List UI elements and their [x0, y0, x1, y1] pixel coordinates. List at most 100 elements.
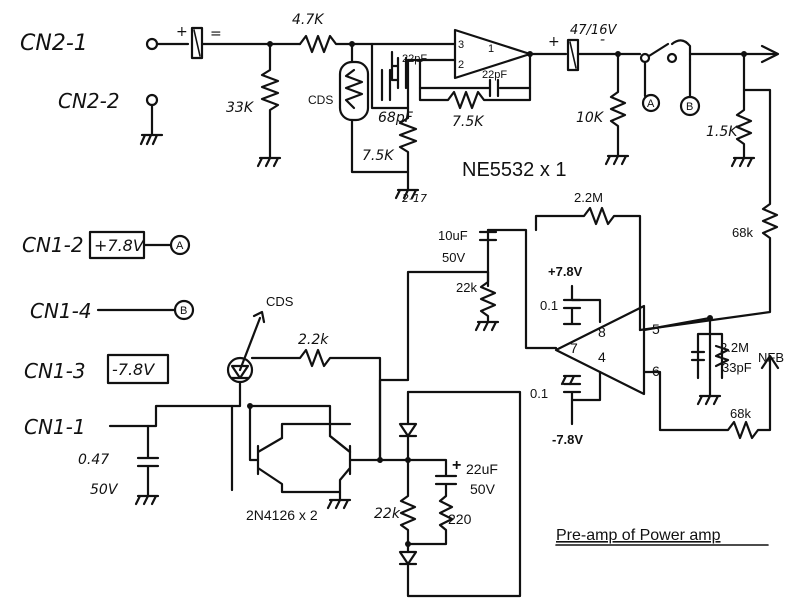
wire: [248, 404, 352, 454]
nfb-arrow: [760, 354, 780, 370]
out-cap-plus: +: [548, 34, 560, 50]
r-7k5-lower-label: 7.5K: [362, 148, 395, 164]
cap-hatch: [569, 41, 577, 69]
capacitor-0-47: [134, 424, 160, 506]
c-33pf-label: 33pF: [722, 360, 752, 375]
cn1-4-node-b-text: B: [180, 305, 187, 317]
power-connectors: CN1-2 +7.8V A CN1-4 B CN1-3 -7.8V CN1-1 …: [22, 230, 234, 506]
out-cap-label: 47/16V: [570, 23, 617, 38]
wire: [108, 404, 234, 428]
minus-rail-box: [106, 353, 170, 385]
rc-network-2m2-33pf: [690, 332, 730, 380]
resistor-4k7: [298, 34, 457, 54]
resistor-1k5: [735, 52, 753, 160]
r-22k-in-label: 22k: [456, 280, 477, 295]
c-0-1-top-label: 0.1: [540, 298, 558, 313]
opamp-ne5532: [453, 28, 532, 80]
r-68k-link-label: 68k: [732, 225, 753, 240]
transistor-q2: [328, 434, 352, 502]
c-68pf-label: 68pF: [378, 110, 414, 126]
wire: [670, 39, 692, 62]
capacitor-22uf-and-r220: [406, 458, 458, 546]
wire: [486, 228, 558, 350]
resistor-2m2-fb: [534, 206, 642, 332]
capacitor-22pf-a: [396, 56, 408, 90]
plus-rail-text: +7.8V: [94, 236, 145, 255]
c-10uf-volt: 50V: [442, 250, 465, 265]
stage3-cds-driver: CDS 2.2k 2N4126 x 2 22k + 22uF 50V 220: [226, 270, 522, 598]
resistor-2k2: [250, 348, 382, 462]
output-arrow: [760, 44, 780, 64]
led-symbol: [230, 364, 250, 380]
pin3-label: 3: [458, 39, 464, 51]
ground-rc: [696, 376, 722, 406]
ic-label: NE5532 x 1: [462, 159, 567, 181]
cds-driver-label: CDS: [266, 294, 294, 309]
cn2-2-terminal: [145, 93, 159, 107]
resistor-10k: [609, 52, 627, 158]
r-10k-label: 10K: [576, 110, 605, 126]
r-1k5-label: 1.5K: [706, 124, 739, 140]
c-047-volt: 50V: [90, 482, 119, 498]
nfb-label: NFB: [758, 350, 784, 365]
node-a-text: A: [647, 98, 655, 110]
stage1-input-section: CN2-1 CN2-2 + = 33K 4.7K CDS 68pF 22pF 7…: [20, 12, 780, 332]
wire: [642, 316, 712, 336]
stage2-opamp-section: 10uF 50V 22k 2.2M +7.8V 0.1 8 7 4 5 6 0.…: [438, 190, 784, 447]
cn2-1-terminal: [145, 37, 159, 51]
node-b-circle: [679, 95, 701, 117]
wire: [390, 50, 400, 82]
wire: [350, 118, 410, 174]
r-2m2-bias-label: 2.2M: [720, 340, 749, 355]
wire: [570, 284, 602, 324]
pin5-label: 5: [652, 321, 660, 337]
r-2m2-fb-label: 2.2M: [574, 190, 603, 205]
ground-0-1-bottom: [560, 374, 582, 386]
capacitor-0-1-bottom: [562, 382, 582, 402]
resistor-68k-link: [638, 88, 779, 332]
r-68k-nfb-label: 68k: [730, 406, 751, 421]
cds-label: CDS: [308, 93, 333, 107]
wire: [280, 422, 382, 462]
cn1-3-label: CN1-3: [24, 359, 86, 383]
c-0-1-bottom-label: 0.1: [530, 386, 548, 401]
cn1-2-label: CN1-2: [22, 233, 84, 257]
cn1-2-node-a: [169, 234, 191, 256]
resistor-22k-mid: [399, 434, 417, 546]
cn2-1-label: CN2-1: [20, 31, 88, 56]
cn1-4-label: CN1-4: [30, 299, 92, 323]
c-047-label: 0.47: [78, 452, 109, 468]
wire: [378, 270, 490, 462]
wire: [570, 370, 602, 426]
c-22uf-volt: 50V: [470, 481, 496, 497]
r-7k5-fb-label: 7.5K: [452, 114, 485, 130]
transistor-label: 2N4126 x 2: [246, 507, 318, 523]
capacitor-22pf-fb: [488, 78, 500, 98]
ground-transistor: [326, 498, 352, 510]
r-220-label: 220: [448, 511, 472, 527]
in-cap-minus: =: [210, 26, 222, 42]
cn1-1-label: CN1-1: [24, 415, 86, 439]
resistor-7k5-lower: [398, 58, 418, 192]
wire: [230, 380, 242, 492]
plus-rail-label: +7.8V: [548, 264, 583, 279]
cds-resistor: [344, 68, 364, 110]
pin8-label: 8: [598, 324, 606, 340]
r-2k2-label: 2.2k: [298, 332, 329, 348]
cn2-2-ground: [139, 103, 164, 146]
node-a-circle: [641, 93, 661, 113]
cn1-4-node-b: [173, 299, 195, 321]
capacitor-0-1-top: [562, 298, 582, 326]
pin7-label: 7: [570, 340, 578, 356]
minus-rail-label: -7.8V: [552, 432, 583, 447]
cn2-2-label: CN2-2: [58, 89, 120, 113]
capacitor-68pf: [380, 68, 392, 102]
switch-blade: [647, 42, 670, 58]
cn1-2-node-a-text: A: [176, 240, 184, 252]
cds-arrow: [252, 310, 266, 324]
pin1-label: 1: [488, 43, 494, 55]
cds-photocell: [338, 60, 370, 122]
ground-7k5: [394, 188, 420, 200]
node-b-text: B: [686, 101, 693, 113]
